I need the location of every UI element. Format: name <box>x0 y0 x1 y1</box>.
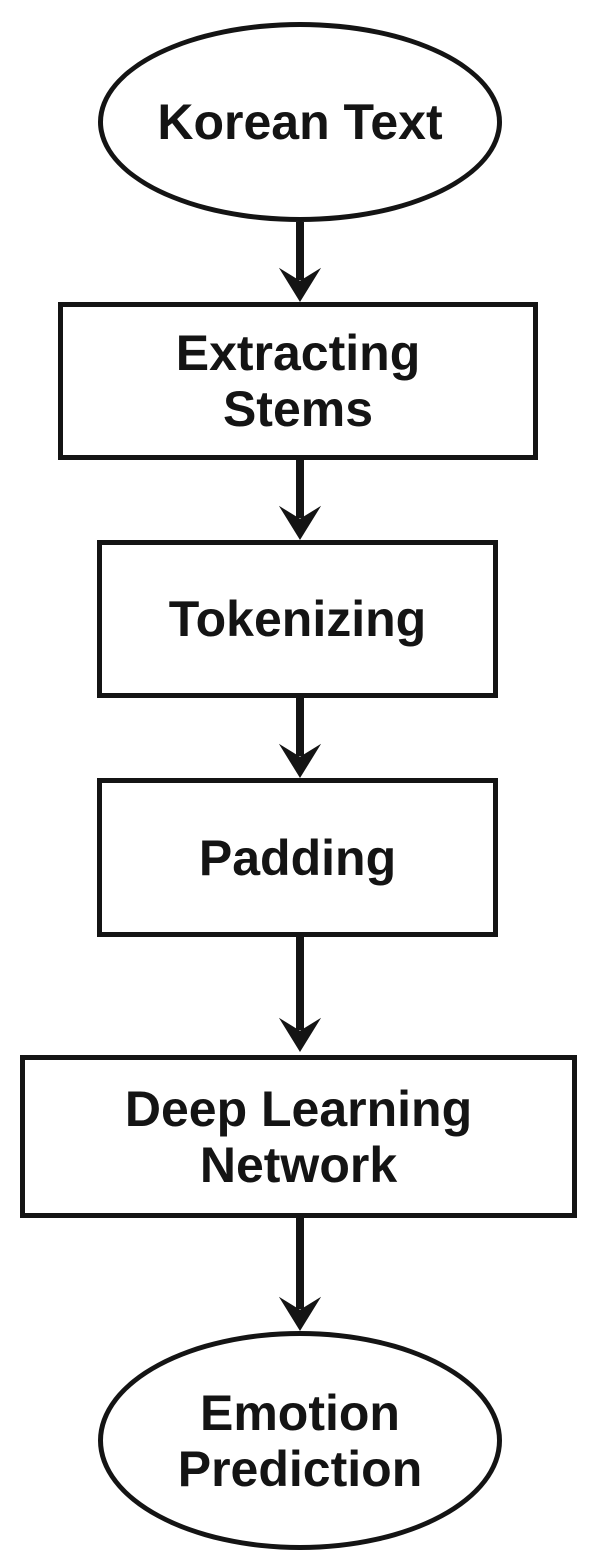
arrow-extracting-stems-to-tokenizing <box>278 460 322 540</box>
node-korean-text: Korean Text <box>98 22 502 222</box>
arrow-stem <box>296 1218 304 1309</box>
node-emotion-prediction-label: Emotion Prediction <box>177 1384 423 1497</box>
arrow-korean-text-to-extracting-stems <box>278 222 322 302</box>
node-deep-learning-network: Deep Learning Network <box>20 1055 577 1218</box>
node-deep-learning-network-label: Deep Learning Network <box>124 1080 473 1193</box>
arrow-padding-to-deep-learning-network <box>278 937 322 1052</box>
node-tokenizing: Tokenizing <box>97 540 498 698</box>
node-tokenizing-label: Tokenizing <box>168 591 427 647</box>
node-padding: Padding <box>97 778 498 937</box>
node-padding-label: Padding <box>198 829 397 886</box>
node-extracting-stems-label: Extracting Stems <box>175 325 421 437</box>
node-emotion-prediction: Emotion Prediction <box>98 1331 502 1550</box>
arrow-stem <box>296 937 304 1030</box>
arrow-tokenizing-to-padding <box>278 698 322 778</box>
arrow-stem <box>296 698 304 756</box>
node-korean-text-label: Korean Text <box>157 94 443 150</box>
arrow-stem <box>296 460 304 518</box>
arrow-stem <box>296 222 304 280</box>
node-extracting-stems: Extracting Stems <box>58 302 538 460</box>
arrow-deep-learning-network-to-emotion-prediction <box>278 1218 322 1331</box>
